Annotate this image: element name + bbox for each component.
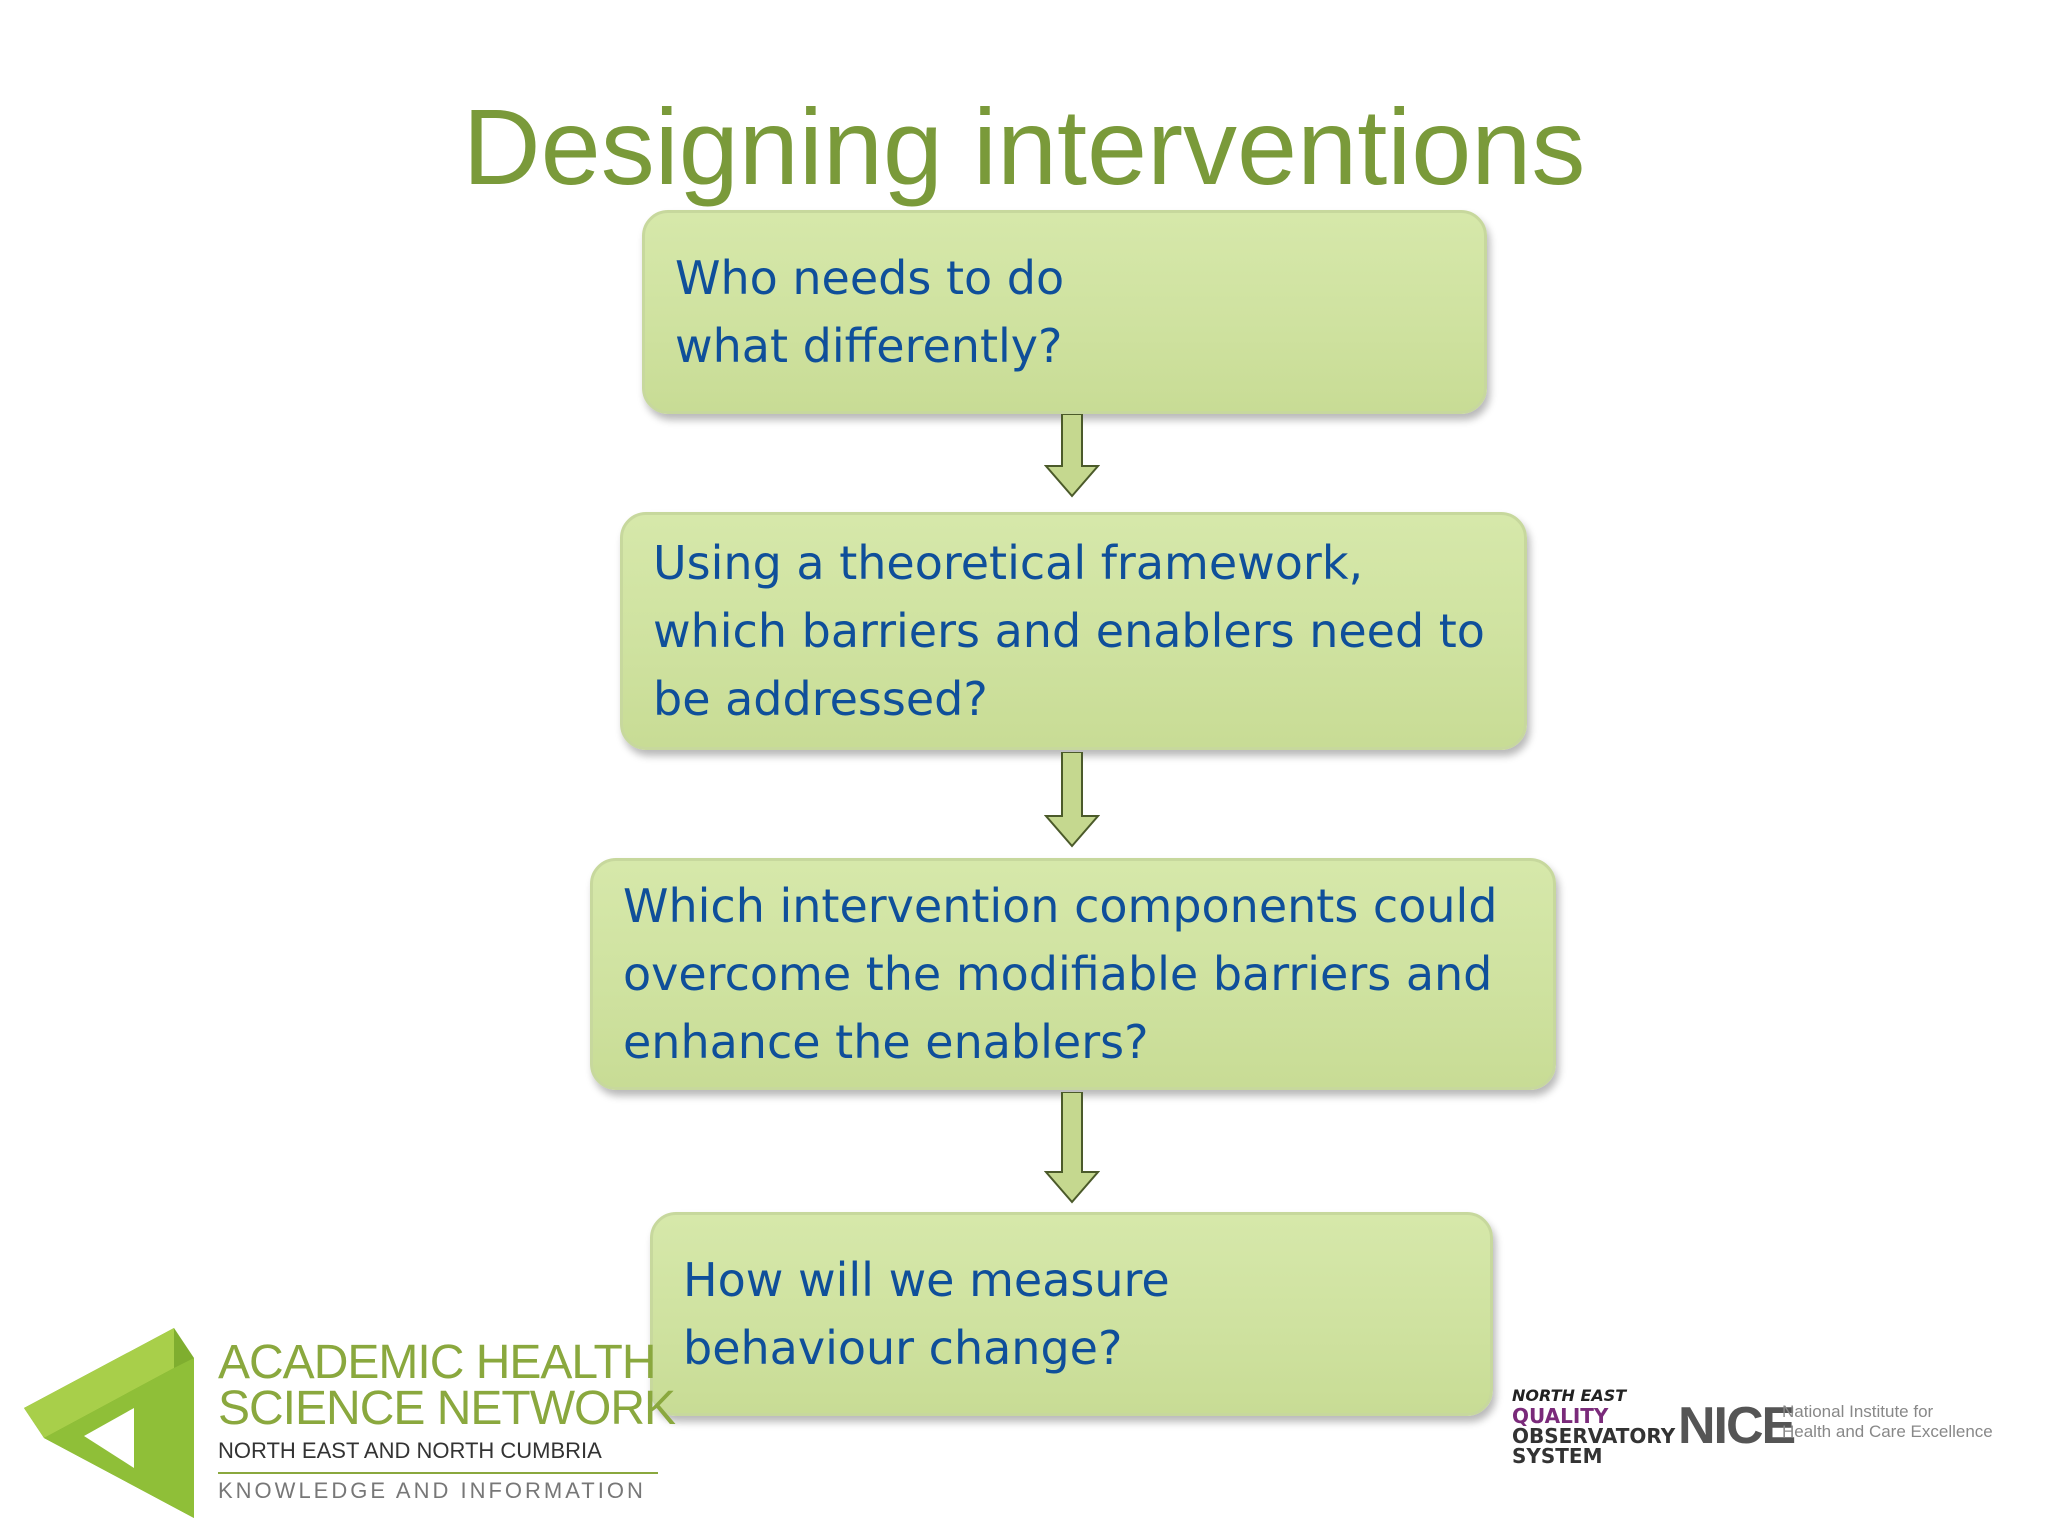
- ahsn-logo-line: KNOWLEDGE AND INFORMATION: [218, 1478, 646, 1503]
- nice-logo-subtitle: National Institute for Health and Care E…: [1782, 1402, 1993, 1442]
- down-arrow-icon: [1044, 414, 1100, 498]
- ahsn-logo-line: SCIENCE NETWORK: [218, 1382, 676, 1435]
- slide-title: Designing interventions: [462, 86, 1586, 207]
- flow-step-intervention-components: Which intervention components could over…: [590, 858, 1556, 1090]
- step-text-line: Who needs to do: [675, 251, 1065, 305]
- down-arrow-icon: [1044, 1092, 1100, 1204]
- nice-logo-subtitle-line: National Institute for: [1782, 1402, 1934, 1421]
- step-text-line: enhance the enablers?: [623, 1015, 1149, 1069]
- flow-step-who-needs-to-do-what: Who needs to do what differently?: [642, 210, 1487, 414]
- nice-logo-word: NICE: [1678, 1397, 1796, 1455]
- ahsn-logo-text: ACADEMIC HEALTH SCIENCE NETWORK NORTH EA…: [218, 1336, 676, 1508]
- flow-step-barriers-and-enablers: Using a theoretical framework, which bar…: [620, 512, 1527, 750]
- ahsn-logo-line: ACADEMIC HEALTH: [218, 1336, 657, 1389]
- neqos-logo: NORTH EAST QUALITY OBSERVATORY SYSTEM: [1512, 1386, 1676, 1468]
- neqos-logo-line: OBSERVATORY: [1512, 1424, 1676, 1448]
- step-text-line: Which intervention components could: [623, 879, 1498, 933]
- down-arrow-icon: [1044, 752, 1100, 848]
- step-text-line: behaviour change?: [683, 1321, 1123, 1375]
- neqos-logo-line: QUALITY: [1512, 1404, 1609, 1428]
- step-text-line: what differently?: [675, 319, 1063, 373]
- step-text-line: which barriers and enablers need to: [653, 604, 1485, 658]
- step-text-line: How will we measure: [683, 1253, 1170, 1307]
- step-text-line: overcome the modifiable barriers and: [623, 947, 1493, 1001]
- flow-step-measure-behaviour-change: How will we measure behaviour change?: [650, 1212, 1493, 1416]
- ahsn-logo-mark-icon: [24, 1328, 194, 1518]
- nice-logo-subtitle-line: Health and Care Excellence: [1782, 1422, 1993, 1441]
- step-text-line: be addressed?: [653, 672, 988, 726]
- neqos-logo-line: SYSTEM: [1512, 1444, 1603, 1468]
- neqos-logo-line: NORTH EAST: [1512, 1386, 1627, 1405]
- step-text-line: Using a theoretical framework,: [653, 536, 1364, 590]
- ahsn-logo-line: NORTH EAST AND NORTH CUMBRIA: [218, 1436, 658, 1474]
